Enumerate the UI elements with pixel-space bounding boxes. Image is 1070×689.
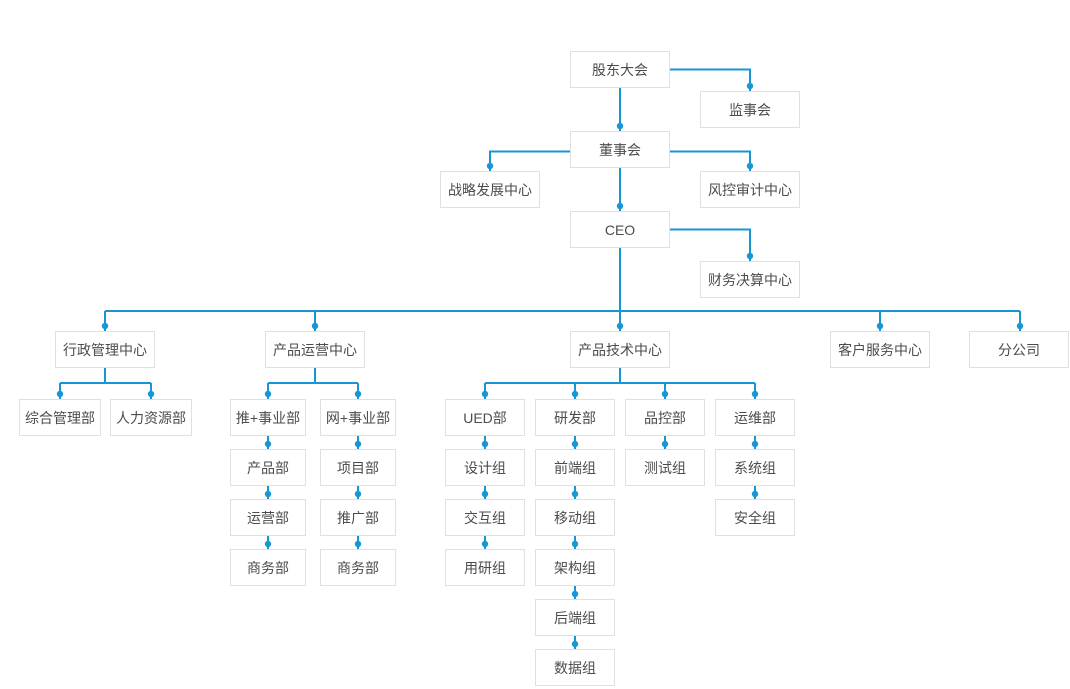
node-wang-division[interactable]: 网+事业部	[320, 399, 396, 436]
node-supervisory-board[interactable]: 监事会	[700, 91, 800, 128]
node-frontend-group[interactable]: 前端组	[535, 449, 615, 486]
node-project-dept[interactable]: 项目部	[320, 449, 396, 486]
node-security-group[interactable]: 安全组	[715, 499, 795, 536]
edge-board-risk	[670, 150, 751, 171]
node-shareholders-meeting[interactable]: 股东大会	[570, 51, 670, 88]
edge-ceo-finance	[670, 228, 751, 261]
node-design-group[interactable]: 设计组	[445, 449, 525, 486]
node-tui-division[interactable]: 推+事业部	[230, 399, 306, 436]
node-strategy-center[interactable]: 战略发展中心	[440, 171, 540, 208]
node-system-group[interactable]: 系统组	[715, 449, 795, 486]
node-data-group[interactable]: 数据组	[535, 649, 615, 686]
node-risk-audit-center[interactable]: 风控审计中心	[700, 171, 800, 208]
node-operation-dept[interactable]: 运营部	[230, 499, 306, 536]
node-ceo[interactable]: CEO	[570, 211, 670, 248]
node-ued-dept[interactable]: UED部	[445, 399, 525, 436]
node-interaction-group[interactable]: 交互组	[445, 499, 525, 536]
node-general-mgmt-dept[interactable]: 综合管理部	[19, 399, 101, 436]
node-promotion-dept[interactable]: 推广部	[320, 499, 396, 536]
node-product-ops-center[interactable]: 产品运营中心	[265, 331, 365, 368]
node-mobile-group[interactable]: 移动组	[535, 499, 615, 536]
node-devops-dept[interactable]: 运维部	[715, 399, 795, 436]
node-board-of-directors[interactable]: 董事会	[570, 131, 670, 168]
edges-admin-children	[59, 368, 152, 399]
node-admin-center[interactable]: 行政管理中心	[55, 331, 155, 368]
trunk-drops	[104, 311, 1021, 331]
node-business-dept-tui[interactable]: 商务部	[230, 549, 306, 586]
node-product-dept[interactable]: 产品部	[230, 449, 306, 486]
node-rd-dept[interactable]: 研发部	[535, 399, 615, 436]
edge-shareholders-supervisory	[670, 68, 751, 91]
node-product-tech-center[interactable]: 产品技术中心	[570, 331, 670, 368]
edge-board-strategy	[489, 150, 570, 171]
node-testing-group[interactable]: 测试组	[625, 449, 705, 486]
node-business-dept-wang[interactable]: 商务部	[320, 549, 396, 586]
edges-ops-children	[267, 368, 359, 399]
node-qc-dept[interactable]: 品控部	[625, 399, 705, 436]
node-branch-company[interactable]: 分公司	[969, 331, 1069, 368]
node-finance-center[interactable]: 财务决算中心	[700, 261, 800, 298]
node-customer-service-center[interactable]: 客户服务中心	[830, 331, 930, 368]
node-user-research-group[interactable]: 用研组	[445, 549, 525, 586]
node-hr-dept[interactable]: 人力资源部	[110, 399, 192, 436]
edges-tech-children	[484, 368, 756, 399]
node-architecture-group[interactable]: 架构组	[535, 549, 615, 586]
node-backend-group[interactable]: 后端组	[535, 599, 615, 636]
